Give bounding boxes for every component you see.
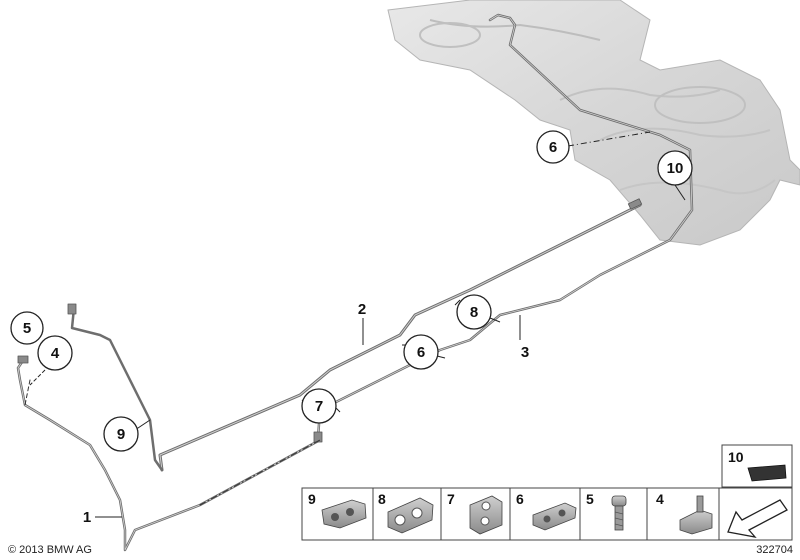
callout-10-top: 10 bbox=[657, 150, 693, 186]
callout-1: 1 bbox=[83, 509, 91, 526]
fuel-tank bbox=[387, 0, 800, 246]
legend-label-8: 8 bbox=[378, 491, 386, 507]
callout-2: 2 bbox=[358, 301, 366, 318]
callout-7: 7 bbox=[301, 388, 337, 424]
callout-6-mid: 6 bbox=[403, 334, 439, 370]
foam-pad-icon bbox=[747, 464, 787, 482]
svg-text:7: 7 bbox=[315, 398, 323, 415]
callout-8: 8 bbox=[456, 294, 492, 330]
diagram-arrow-icon bbox=[727, 499, 788, 538]
parts-legend: 9 8 7 6 5 4 bbox=[301, 487, 793, 541]
legend-label-7: 7 bbox=[447, 491, 455, 507]
fuel-line-1 bbox=[16, 360, 322, 552]
legend-label-5: 5 bbox=[586, 491, 594, 507]
callout-6-top: 6 bbox=[536, 130, 570, 164]
clip-6-icon bbox=[532, 502, 577, 531]
svg-text:1: 1 bbox=[83, 509, 91, 526]
svg-text:2: 2 bbox=[358, 301, 366, 318]
svg-text:10: 10 bbox=[667, 160, 684, 177]
callout-3: 3 bbox=[521, 344, 529, 361]
svg-text:4: 4 bbox=[51, 345, 60, 362]
svg-text:10: 10 bbox=[728, 449, 744, 465]
callout-4: 4 bbox=[37, 335, 73, 371]
svg-text:8: 8 bbox=[470, 304, 478, 321]
clip-9-icon bbox=[321, 499, 367, 529]
copyright: © 2013 BMW AG bbox=[8, 544, 92, 556]
clip-8-icon bbox=[387, 497, 434, 534]
callout-5: 5 bbox=[10, 311, 44, 345]
legend-label-6: 6 bbox=[516, 491, 524, 507]
fuel-line-left bbox=[70, 306, 164, 472]
legend-label-4: 4 bbox=[656, 491, 664, 507]
svg-text:9: 9 bbox=[117, 426, 125, 443]
diagram-number: 322704 bbox=[756, 544, 793, 556]
bolt-5-icon bbox=[611, 495, 627, 531]
svg-text:6: 6 bbox=[549, 139, 557, 156]
legend-label-9: 9 bbox=[308, 491, 316, 507]
legend-item-10: 10 bbox=[721, 444, 793, 488]
svg-text:3: 3 bbox=[521, 344, 529, 361]
clip-7-icon bbox=[469, 495, 503, 535]
svg-text:5: 5 bbox=[23, 320, 31, 337]
svg-text:6: 6 bbox=[417, 344, 425, 361]
fuel-line-2 bbox=[158, 203, 642, 472]
callout-9: 9 bbox=[103, 416, 139, 452]
bracket-4-icon bbox=[679, 495, 713, 535]
leader-lines bbox=[29, 131, 686, 518]
